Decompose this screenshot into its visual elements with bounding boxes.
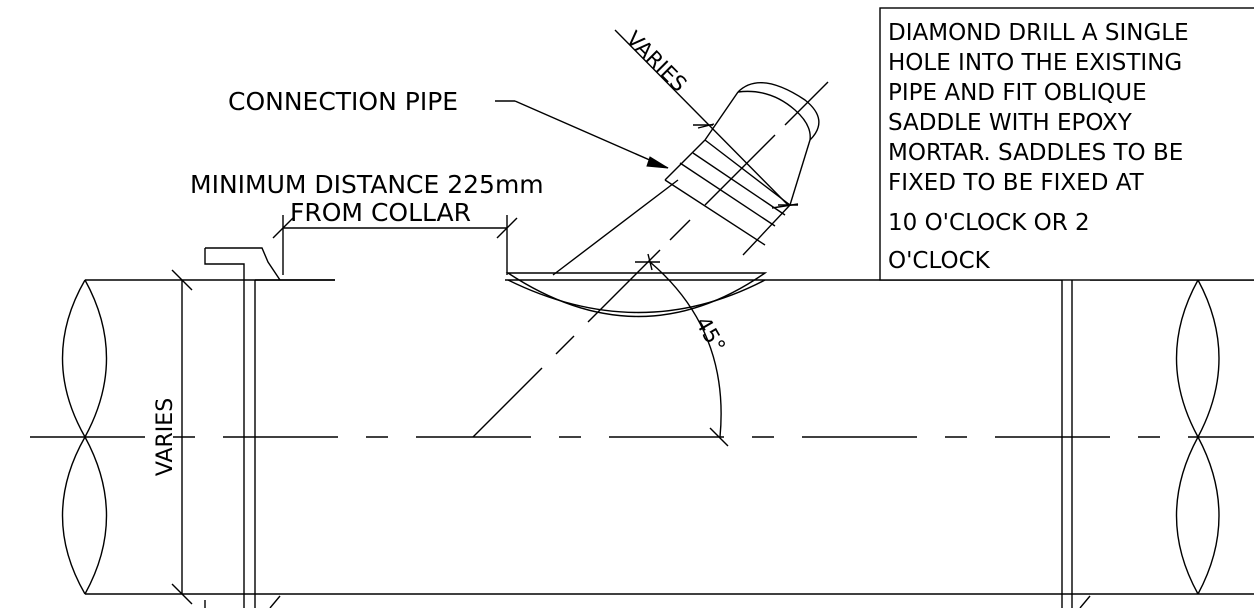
note-line-4: SADDLE WITH EPOXY (888, 110, 1133, 136)
note-line-1: DIAMOND DRILL A SINGLE (888, 20, 1189, 46)
angle-dimension (635, 253, 729, 447)
note-line-7: 10 O'CLOCK OR 2 (888, 210, 1090, 236)
note-box (879, 7, 1254, 281)
varies-top-dimension (614, 29, 798, 206)
connection-pipe (552, 82, 820, 276)
left-pipe-break (61, 279, 108, 595)
connection-pipe-leader (495, 100, 669, 169)
diameter-dimension (171, 269, 193, 605)
label-min-distance-line2: FROM COLLAR (290, 198, 471, 227)
note-line-2: HOLE INTO THE EXISTING (888, 50, 1182, 76)
note-line-5: MORTAR. SADDLES TO BE (888, 140, 1183, 166)
label-min-distance-line1: MINIMUM DISTANCE 225mm (190, 170, 544, 199)
label-varies-left: VARIES (153, 398, 178, 476)
label-angle: 45° (691, 313, 730, 357)
label-varies-top: VARIES (621, 27, 691, 97)
note-line-3: PIPE AND FIT OBLIQUE (888, 80, 1147, 106)
right-collar (1011, 247, 1091, 608)
min-distance-dimension (272, 215, 518, 275)
note-line-6: FIXED TO BE FIXED AT (888, 170, 1145, 196)
right-pipe-break (1175, 279, 1220, 595)
saddle (505, 272, 768, 318)
note-line-8: O'CLOCK (888, 248, 991, 274)
left-collar (204, 247, 281, 608)
label-connection-pipe: CONNECTION PIPE (228, 87, 458, 116)
connection-centre-line (472, 81, 829, 438)
